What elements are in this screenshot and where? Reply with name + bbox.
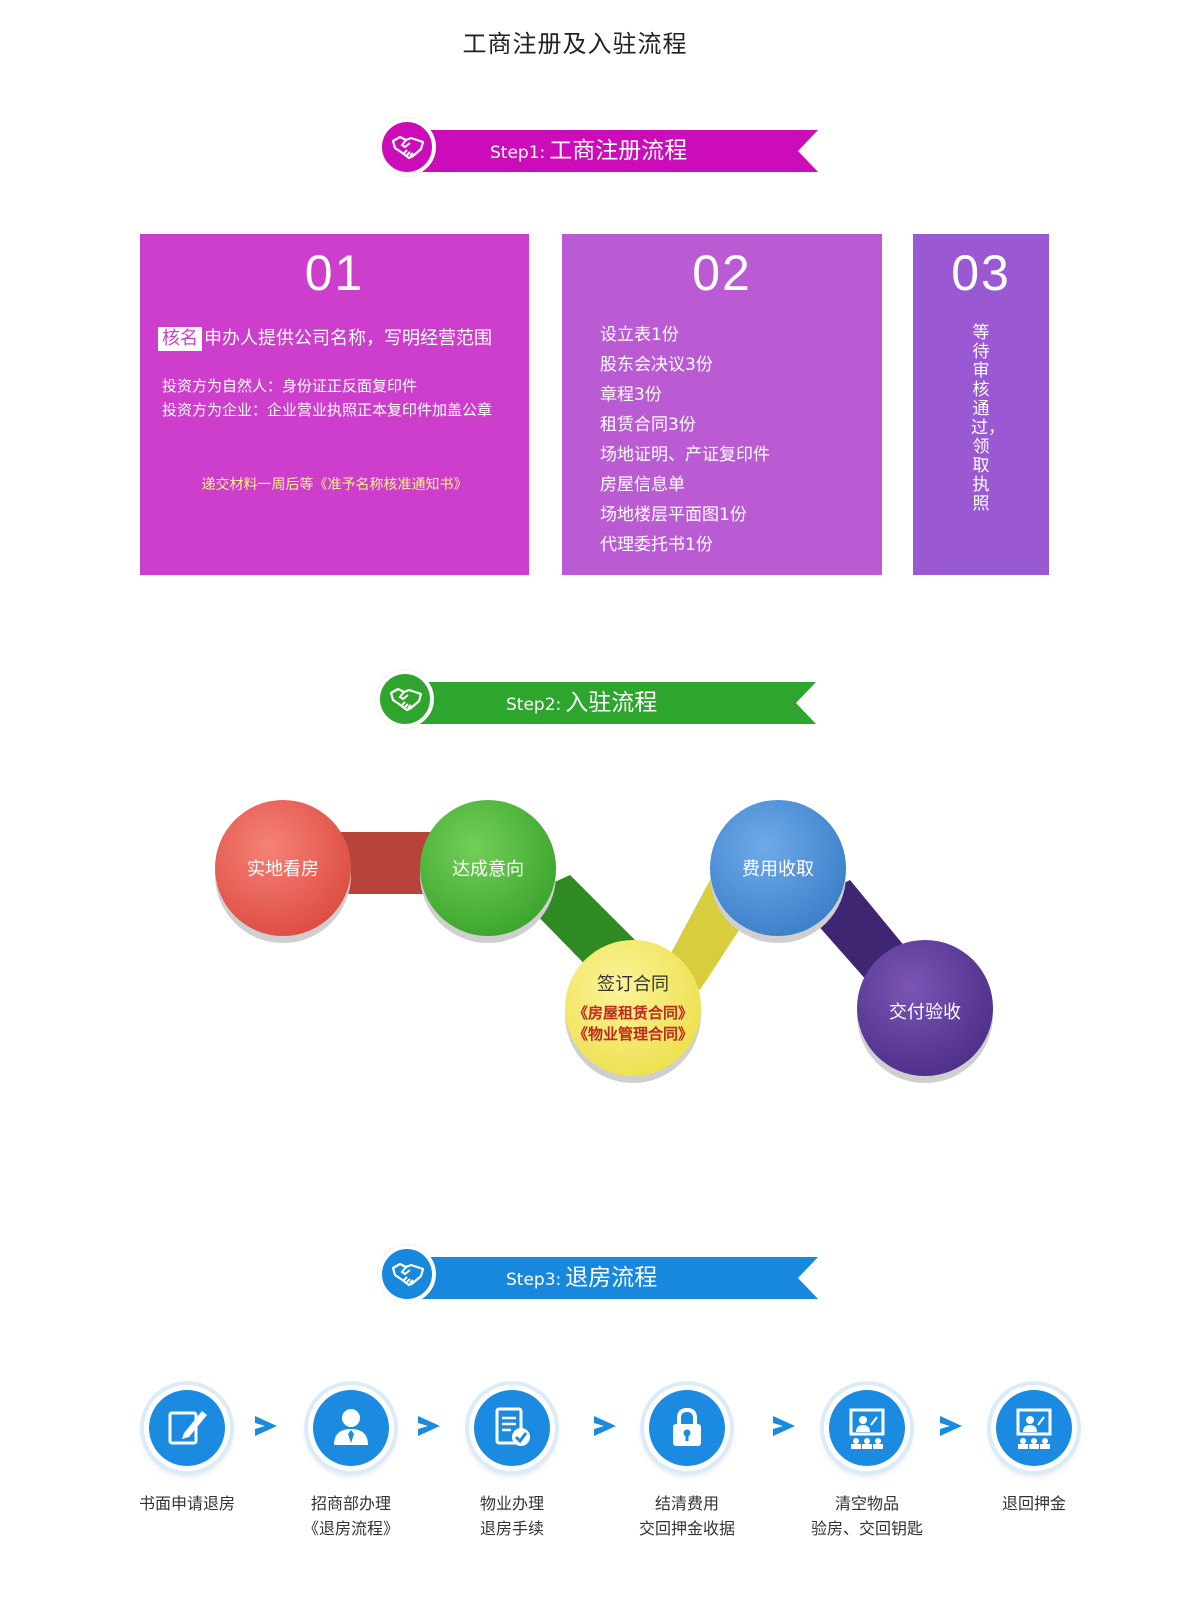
pen-write-icon <box>168 1411 207 1445</box>
checkout-step-settle-fees: 结清费用 交回押金收据 <box>592 1385 782 1541</box>
step-label-line2: 交回押金收据 <box>638 1519 735 1538</box>
step1-card-02: 02 设立表1份 股东会决议3份 章程3份 租赁合同3份 场地证明、产证复印件 … <box>562 234 882 575</box>
node-label-handover: 交付验收 <box>889 1002 961 1023</box>
step1-card-01: 01 核名申办人提供公司名称，写明经营范围 投资方为自然人：身份证正反面复印件 … <box>140 234 529 575</box>
natural-person-requirement: 投资方为自然人：身份证正反面复印件 <box>162 377 418 395</box>
node-site-visit <box>215 800 351 936</box>
step-icon-ring <box>991 1385 1077 1471</box>
approval-notice: 递交材料一周后等《准予名称核准通知书》 <box>201 477 468 493</box>
step2-title: 入驻流程 <box>565 690 658 716</box>
flow-graphic <box>215 800 993 1083</box>
step3-ribbon <box>418 1257 818 1299</box>
step2-banner-text: Step2:入驻流程 <box>506 682 657 724</box>
contract-title: 签订合同 <box>597 974 669 995</box>
card-number: 02 <box>692 245 752 301</box>
presentation-icon <box>849 1408 885 1449</box>
node-agreement <box>420 800 556 936</box>
step1-banner: Step1:工商注册流程 <box>378 118 838 184</box>
step-label-line1: 退回押金 <box>1001 1494 1066 1513</box>
step-label-line1: 结清费用 <box>654 1494 719 1513</box>
property-contract-label: 《物业管理合同》 <box>573 1025 694 1043</box>
step1-banner-text: Step1:工商注册流程 <box>490 130 687 172</box>
step1-title: 工商注册流程 <box>549 138 688 164</box>
step2-ribbon <box>416 682 816 724</box>
step1-ribbon <box>418 130 818 172</box>
list-item: 股东会决议3份 <box>600 355 713 375</box>
flow-arrow-icon <box>773 1416 795 1436</box>
list-item: 章程3份 <box>600 385 662 405</box>
step-icon-ring <box>824 1385 910 1471</box>
card-number: 01 <box>304 245 365 301</box>
step-label-line2: 验房、交回钥匙 <box>810 1519 923 1538</box>
step-icon-ring <box>469 1385 555 1471</box>
flow-arrow-icon <box>940 1416 962 1436</box>
flow-arrow-icon <box>255 1416 277 1436</box>
step-label-line1: 招商部办理 <box>310 1494 391 1513</box>
page-title: 工商注册及入驻流程 <box>462 30 688 58</box>
name-check-text: 申办人提供公司名称，写明经营范围 <box>204 328 492 349</box>
handshake-icon <box>378 1245 436 1303</box>
step3-prefix: Step3: <box>506 1270 562 1290</box>
node-contract <box>565 940 701 1076</box>
step-label-line1: 物业办理 <box>479 1494 544 1513</box>
node-handover <box>857 940 993 1076</box>
document-list: 设立表1份 股东会决议3份 章程3份 租赁合同3份 场地证明、产证复印件 房屋信… <box>600 320 770 560</box>
enterprise-requirement: 投资方为企业：企业营业执照正本复印件加盖公章 <box>162 401 493 419</box>
step2-banner: Step2:入驻流程 <box>376 670 836 736</box>
document-check-icon <box>495 1407 530 1446</box>
checkout-step-apply: 书面申请退房 <box>92 1385 282 1516</box>
user-manager-icon <box>334 1409 368 1445</box>
checkout-step-inspection: 清空物品 验房、交回钥匙 <box>772 1385 962 1541</box>
step-icon-ring <box>144 1385 230 1471</box>
step1-prefix: Step1: <box>490 143 546 163</box>
node-label-site-visit: 实地看房 <box>247 859 319 880</box>
checkout-step-leasing-office: 招商部办理 《退房流程》 <box>256 1385 446 1541</box>
step-label-line2: 《退房流程》 <box>302 1519 399 1538</box>
name-check-line: 核名申办人提供公司名称，写明经营范围 <box>158 324 492 351</box>
step-icon-ring <box>644 1385 730 1471</box>
step-label-line1: 清空物品 <box>834 1494 899 1513</box>
list-item: 租赁合同3份 <box>600 415 696 435</box>
lease-contract-label: 《房屋租赁合同》 <box>573 1004 694 1022</box>
list-item: 房屋信息单 <box>600 475 685 495</box>
lock-icon <box>673 1407 701 1446</box>
approval-wait-text: 等待审核通过，领取执照 <box>971 323 1005 514</box>
step-label-line2: 退房手续 <box>479 1519 544 1538</box>
step3-banner-text: Step3:退房流程 <box>506 1257 657 1299</box>
checkout-step-refund-deposit: 退回押金 <box>939 1385 1129 1516</box>
name-check-tag: 核名 <box>158 327 202 351</box>
step3-title: 退房流程 <box>565 1265 658 1291</box>
list-item: 场地证明、产证复印件 <box>600 445 770 465</box>
handshake-icon <box>378 118 436 176</box>
flow-arrow-icon <box>418 1416 440 1436</box>
step3-banner: Step3:退房流程 <box>378 1245 838 1311</box>
node-label-fee-collection: 费用收取 <box>742 859 814 880</box>
card-number: 03 <box>951 245 1011 301</box>
step-icon-ring <box>308 1385 394 1471</box>
list-item: 场地楼层平面图1份 <box>600 505 747 525</box>
flow-arrow-icon <box>594 1416 616 1436</box>
list-item: 设立表1份 <box>600 325 679 345</box>
handshake-icon <box>376 670 434 728</box>
checkout-step-property-office: 物业办理 退房手续 <box>417 1385 607 1541</box>
move-in-flow-diagram: 实地看房 达成意向 签订合同 《房屋租赁合同》 《物业管理合同》 费用收取 交付… <box>0 780 1200 1120</box>
step-label-line1: 书面申请退房 <box>138 1494 235 1513</box>
step1-card-03: 03 等待审核通过，领取执照 <box>913 234 1049 575</box>
presentation-icon <box>1016 1408 1052 1449</box>
node-label-contract: 签订合同 《房屋租赁合同》 《物业管理合同》 <box>573 970 693 1044</box>
node-label-agreement: 达成意向 <box>452 859 524 880</box>
list-item: 代理委托书1份 <box>600 535 713 555</box>
node-fee-collection <box>710 800 846 936</box>
step2-prefix: Step2: <box>506 695 562 715</box>
